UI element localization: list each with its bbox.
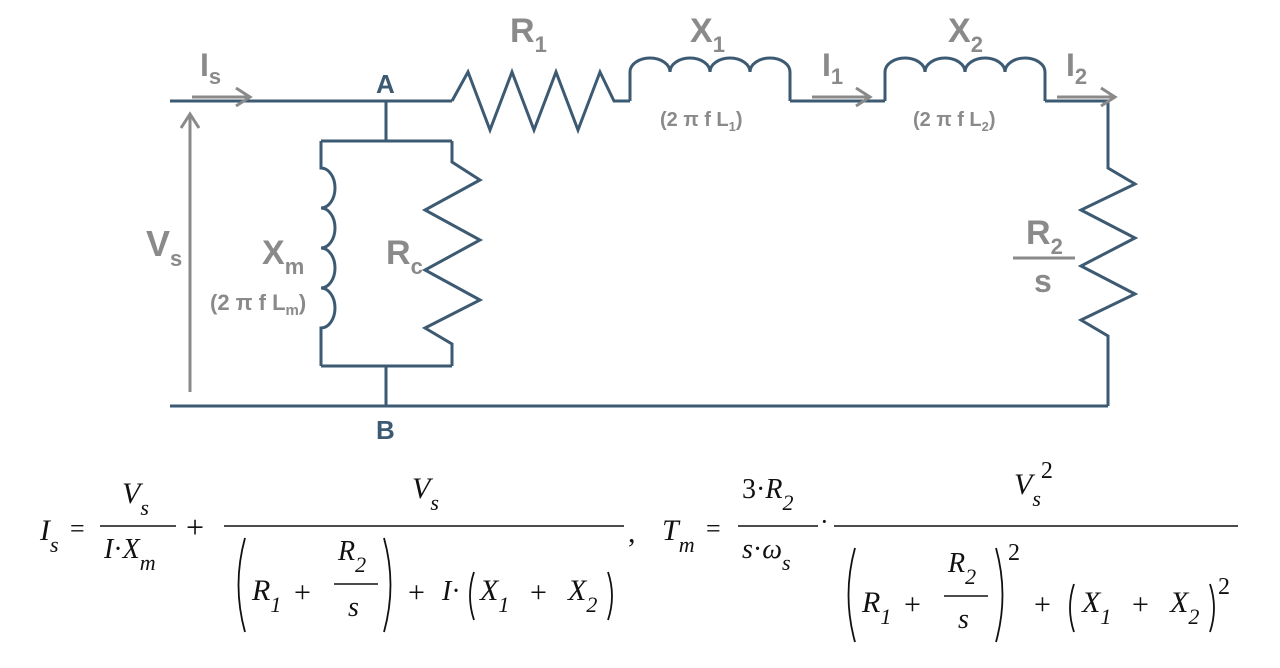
- eq-t2-plus3: +: [530, 576, 547, 609]
- equation-tm: Tm = 3·R2 s·ωs · Vs2 R1 + R2 s 2 + X1 + …: [662, 458, 1238, 643]
- eq-tm-r2: R2: [947, 548, 976, 589]
- eq-t2-paren2-left: [469, 571, 475, 621]
- label-x1-formula: (2 π f L1): [660, 109, 743, 134]
- inductor-xm: [319, 141, 337, 366]
- eq-tm-plus3: +: [1132, 588, 1149, 621]
- eq-t2-paren-right: [383, 537, 392, 633]
- circuit-labels: Is A B R1 X1 (2 π f L1) I1 X2 (2 π f L2)…: [146, 12, 1087, 445]
- eq-tm-paren2-left: [1069, 583, 1075, 633]
- eq-tm-plus2: +: [1034, 588, 1051, 621]
- inductor-x1: [628, 56, 792, 101]
- eq-tm-x2: X2: [1169, 586, 1199, 629]
- eq-t2-x2: X2: [567, 574, 597, 617]
- eq-tm-numerator: 3·R2: [742, 474, 793, 515]
- eq-tm-r2-den: s: [958, 604, 969, 635]
- eq-comma: ,: [628, 516, 636, 549]
- eq-tm-x1: X1: [1081, 586, 1111, 629]
- eq-tm-frac-numerator: Vs2: [1014, 458, 1053, 511]
- eq-tm-square1: 2: [1008, 540, 1020, 566]
- eq-tm-lhs: Tm: [662, 514, 695, 557]
- eq-is-plus: +: [186, 509, 204, 545]
- eq-t2-paren2-right: [607, 571, 613, 621]
- label-i1: I1: [822, 47, 843, 89]
- label-r2-numerator: R2: [1026, 214, 1063, 259]
- eq-tm-plus1: +: [904, 588, 921, 621]
- label-r1: R1: [510, 12, 547, 57]
- arrow-is: [192, 86, 253, 108]
- equation-is: Is = Vs I·Xm + Vs R1 + R2 s + I· X1 + X2…: [39, 472, 636, 633]
- label-x1: X1: [690, 12, 725, 57]
- label-xm-formula: (2 π f Lm): [210, 290, 306, 319]
- eq-is-lhs: Is: [39, 514, 59, 557]
- eq-t2-paren-left: [237, 537, 246, 633]
- node-a: A: [376, 69, 395, 99]
- eq-t2-numerator: Vs: [412, 472, 439, 515]
- eq-t2-plus2: +: [408, 576, 425, 609]
- eq-tm-paren2-right: [1209, 583, 1215, 633]
- eq-t2-r1: R1: [251, 574, 281, 617]
- eq-tm-r1: R1: [861, 586, 891, 629]
- eq-tm-paren-right: [995, 547, 1004, 643]
- circuit-wires: [170, 56, 1139, 408]
- arrow-i1: [812, 86, 873, 108]
- label-is: Is: [200, 47, 221, 89]
- label-i2: I2: [1066, 47, 1087, 89]
- label-xm: Xm: [262, 234, 304, 279]
- current-arrows: [179, 86, 1118, 392]
- eq-t2-plus1: +: [294, 576, 311, 609]
- eq-t2-r2: R2: [337, 536, 366, 577]
- eq-tm-square2: 2: [1218, 574, 1230, 600]
- label-x2: X2: [948, 12, 983, 57]
- resistor-r2-over-s: [1077, 163, 1139, 340]
- eq-is-equals: =: [70, 514, 85, 543]
- eq-tm-mult-dot: ·: [820, 507, 829, 536]
- inductor-x2: [883, 56, 1047, 101]
- top-wire-right: [1045, 99, 1110, 163]
- label-rc: Rc: [386, 234, 423, 279]
- eq-tm-paren-left: [847, 547, 856, 643]
- node-b: B: [376, 415, 395, 445]
- eq-t1-numerator: Vs: [122, 477, 149, 520]
- eq-t2-r2-den: s: [348, 592, 359, 623]
- eq-t2-i: I·: [441, 576, 461, 607]
- resistor-r1: [450, 67, 630, 135]
- arrow-i2: [1057, 86, 1118, 108]
- label-r2-denominator: s: [1034, 263, 1052, 299]
- eq-t2-x1: X1: [479, 574, 509, 617]
- resistor-rc: [421, 141, 484, 366]
- label-x2-formula: (2 π f L2): [913, 109, 996, 134]
- eq-tm-denominator: s·ωs: [742, 534, 791, 575]
- arrow-vs: [179, 111, 201, 392]
- eq-tm-equals: =: [706, 514, 721, 543]
- label-vs: Vs: [146, 223, 182, 271]
- eq-t1-denominator: I·Xm: [103, 534, 156, 575]
